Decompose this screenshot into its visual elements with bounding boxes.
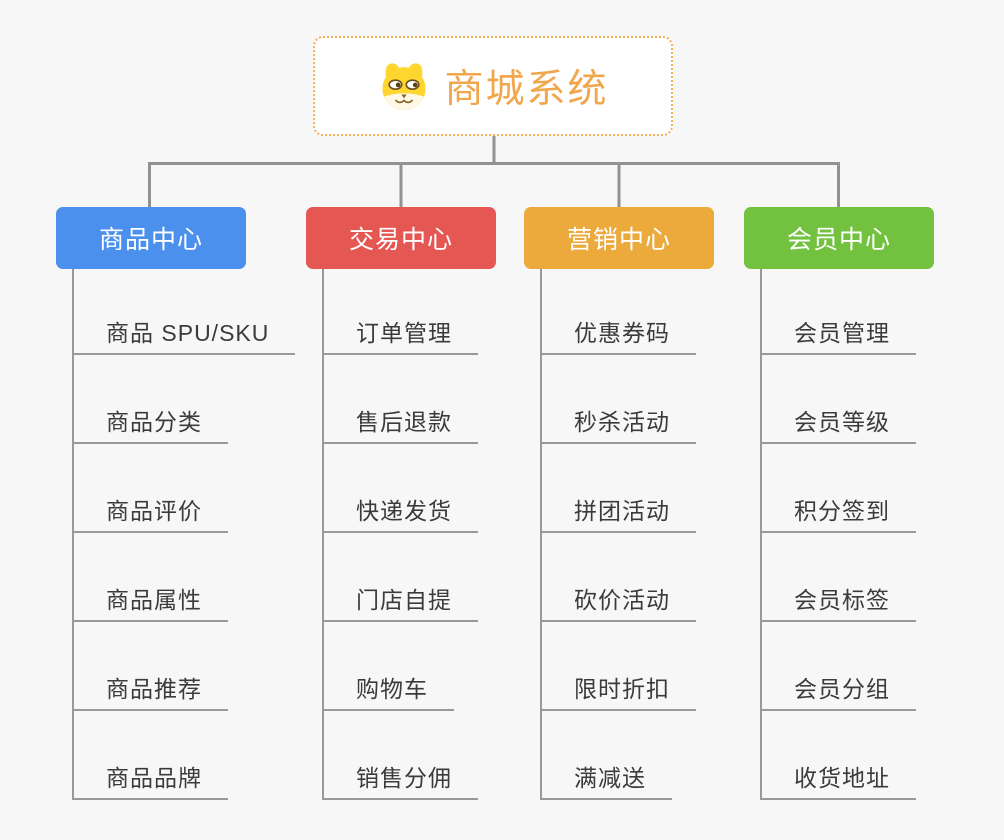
mind-node-item[interactable]: 会员等级 — [762, 403, 916, 444]
list-item: 商品 SPU/SKU — [74, 269, 296, 355]
branch-box-marketing-center[interactable]: 营销中心 — [524, 207, 714, 269]
branch-items-trade-center: 订单管理 售后退款 快递发货 门店自提 购物车 销售分佣 — [322, 269, 496, 800]
branch-trade-center: 交易中心 订单管理 售后退款 快递发货 门店自提 购物车 销售分佣 — [306, 207, 496, 800]
branch-box-product-center[interactable]: 商品中心 — [56, 207, 246, 269]
mind-node-item[interactable]: 限时折扣 — [542, 670, 696, 711]
branch-member-center: 会员中心 会员管理 会员等级 积分签到 会员标签 会员分组 收货地址 — [744, 207, 934, 800]
list-item: 满减送 — [542, 711, 714, 800]
list-item: 商品属性 — [74, 533, 246, 622]
mind-node-item[interactable]: 优惠券码 — [542, 314, 696, 355]
branch-label: 交易中心 — [348, 226, 453, 254]
mind-node-item[interactable]: 商品 SPU/SKU — [74, 314, 296, 355]
list-item: 秒杀活动 — [542, 355, 714, 444]
branch-marketing-center: 营销中心 优惠券码 秒杀活动 拼团活动 砍价活动 限时折扣 满减送 — [524, 207, 714, 800]
mind-node-item[interactable]: 售后退款 — [324, 403, 478, 444]
mind-node-item[interactable]: 快递发货 — [324, 492, 478, 533]
list-item: 优惠券码 — [542, 269, 714, 355]
root-node[interactable]: 商城系统 — [313, 36, 673, 136]
list-item: 商品品牌 — [74, 711, 246, 800]
mind-node-item[interactable]: 会员标签 — [762, 581, 916, 622]
branch-label: 营销中心 — [566, 226, 671, 254]
mind-node-item[interactable]: 门店自提 — [324, 581, 478, 622]
mind-node-item[interactable]: 积分签到 — [762, 492, 916, 533]
branch-label: 会员中心 — [786, 226, 891, 254]
list-item: 会员等级 — [762, 355, 934, 444]
list-item: 快递发货 — [324, 444, 496, 533]
branch-product-center: 商品中心 商品 SPU/SKU 商品分类 商品评价 商品属性 商品推荐 商品品牌 — [56, 207, 296, 800]
doge-icon — [382, 63, 427, 111]
mind-node-item[interactable]: 商品品牌 — [74, 759, 228, 800]
mind-node-item[interactable]: 砍价活动 — [542, 581, 696, 622]
branch-box-trade-center[interactable]: 交易中心 — [306, 207, 496, 269]
branch-label: 商品中心 — [98, 226, 203, 254]
list-item: 拼团活动 — [542, 444, 714, 533]
list-item: 门店自提 — [324, 533, 496, 622]
mind-node-item[interactable]: 商品分类 — [74, 403, 228, 444]
list-item: 砍价活动 — [542, 533, 714, 622]
branch-items-product-center: 商品 SPU/SKU 商品分类 商品评价 商品属性 商品推荐 商品品牌 — [72, 269, 296, 800]
mind-node-item[interactable]: 订单管理 — [324, 314, 478, 355]
root-title: 商城系统 — [444, 68, 609, 111]
branch-items-member-center: 会员管理 会员等级 积分签到 会员标签 会员分组 收货地址 — [760, 269, 934, 800]
mind-node-item[interactable]: 会员分组 — [762, 670, 916, 711]
list-item: 收货地址 — [762, 711, 934, 800]
list-item: 商品推荐 — [74, 622, 246, 711]
list-item: 售后退款 — [324, 355, 496, 444]
mind-node-item[interactable]: 购物车 — [324, 670, 454, 711]
list-item: 限时折扣 — [542, 622, 714, 711]
mind-node-item[interactable]: 销售分佣 — [324, 759, 478, 800]
mind-node-item[interactable]: 拼团活动 — [542, 492, 696, 533]
mind-node-item[interactable]: 秒杀活动 — [542, 403, 696, 444]
list-item: 订单管理 — [324, 269, 496, 355]
mind-node-item[interactable]: 商品属性 — [74, 581, 228, 622]
mind-node-item[interactable]: 商品评价 — [74, 492, 228, 533]
list-item: 销售分佣 — [324, 711, 496, 800]
list-item: 会员分组 — [762, 622, 934, 711]
list-item: 会员管理 — [762, 269, 934, 355]
branch-items-marketing-center: 优惠券码 秒杀活动 拼团活动 砍价活动 限时折扣 满减送 — [540, 269, 714, 800]
mind-node-item[interactable]: 满减送 — [542, 759, 672, 800]
branch-box-member-center[interactable]: 会员中心 — [744, 207, 934, 269]
list-item: 积分签到 — [762, 444, 934, 533]
mind-node-item[interactable]: 会员管理 — [762, 314, 916, 355]
list-item: 商品评价 — [74, 444, 246, 533]
list-item: 会员标签 — [762, 533, 934, 622]
mind-node-item[interactable]: 商品推荐 — [74, 670, 228, 711]
list-item: 商品分类 — [74, 355, 246, 444]
list-item: 购物车 — [324, 622, 496, 711]
mind-node-item[interactable]: 收货地址 — [762, 759, 916, 800]
